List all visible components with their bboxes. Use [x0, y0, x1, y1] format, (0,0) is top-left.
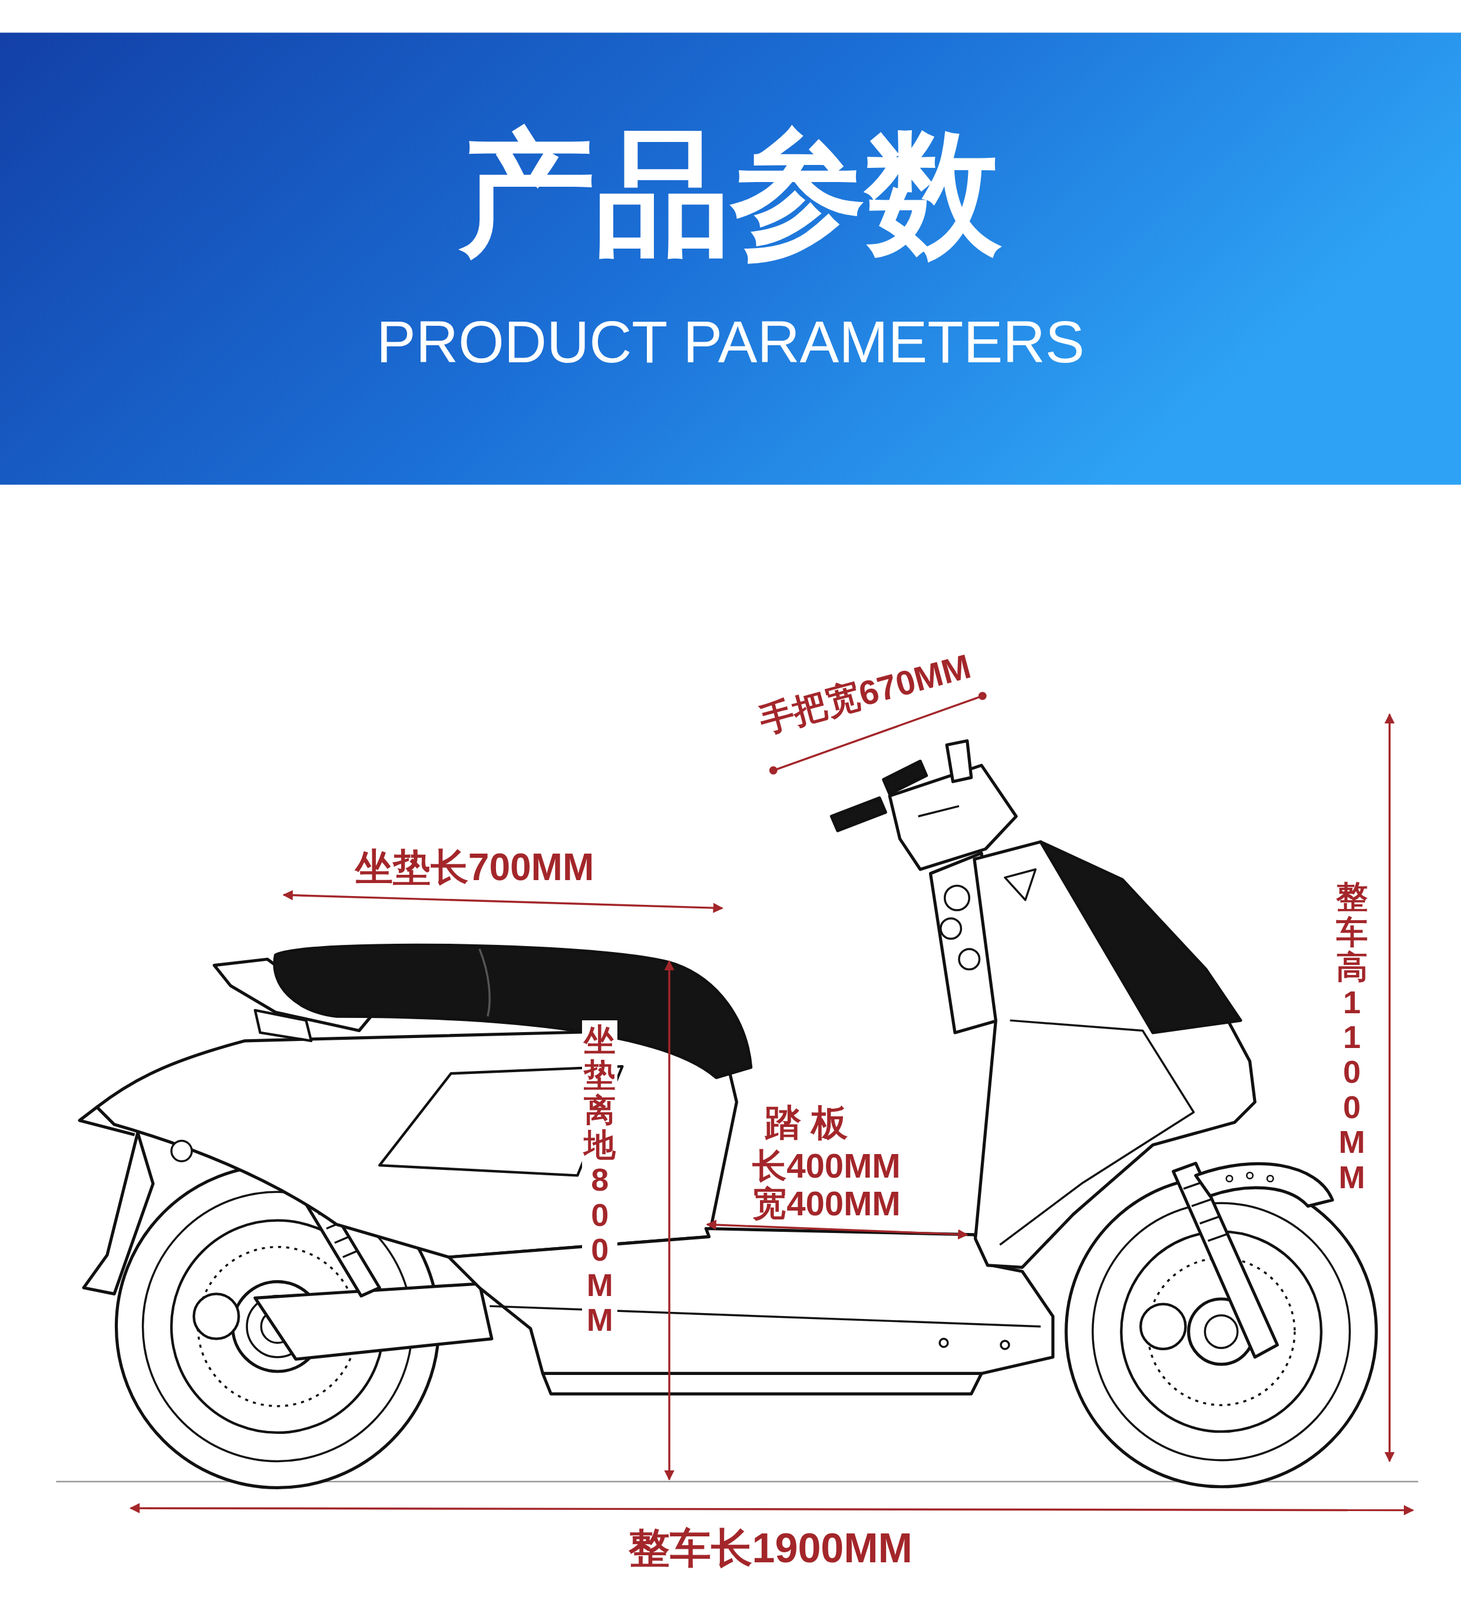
- dimension-label: 宽400MM: [748, 1184, 904, 1223]
- subtitle: PRODUCT PARAMETERS: [376, 311, 1085, 373]
- dimension-label: 长400MM: [748, 1147, 904, 1186]
- dimension-lines: [130, 692, 1414, 1510]
- dimension-label: 坐垫长700MM: [351, 846, 598, 889]
- dimension-label: 手把宽670MM: [752, 646, 978, 742]
- part-label: 踏 板: [761, 1102, 852, 1143]
- dimension-label: 坐垫离地800MM: [582, 1020, 618, 1341]
- header-band: [0, 32, 1461, 485]
- dimension-label: 整车高1100MM: [1334, 877, 1370, 1198]
- dimension-label: 整车长1900MM: [625, 1525, 917, 1572]
- page-title: 产品参数: [459, 122, 1002, 266]
- scooter-drawing: [79, 741, 1377, 1489]
